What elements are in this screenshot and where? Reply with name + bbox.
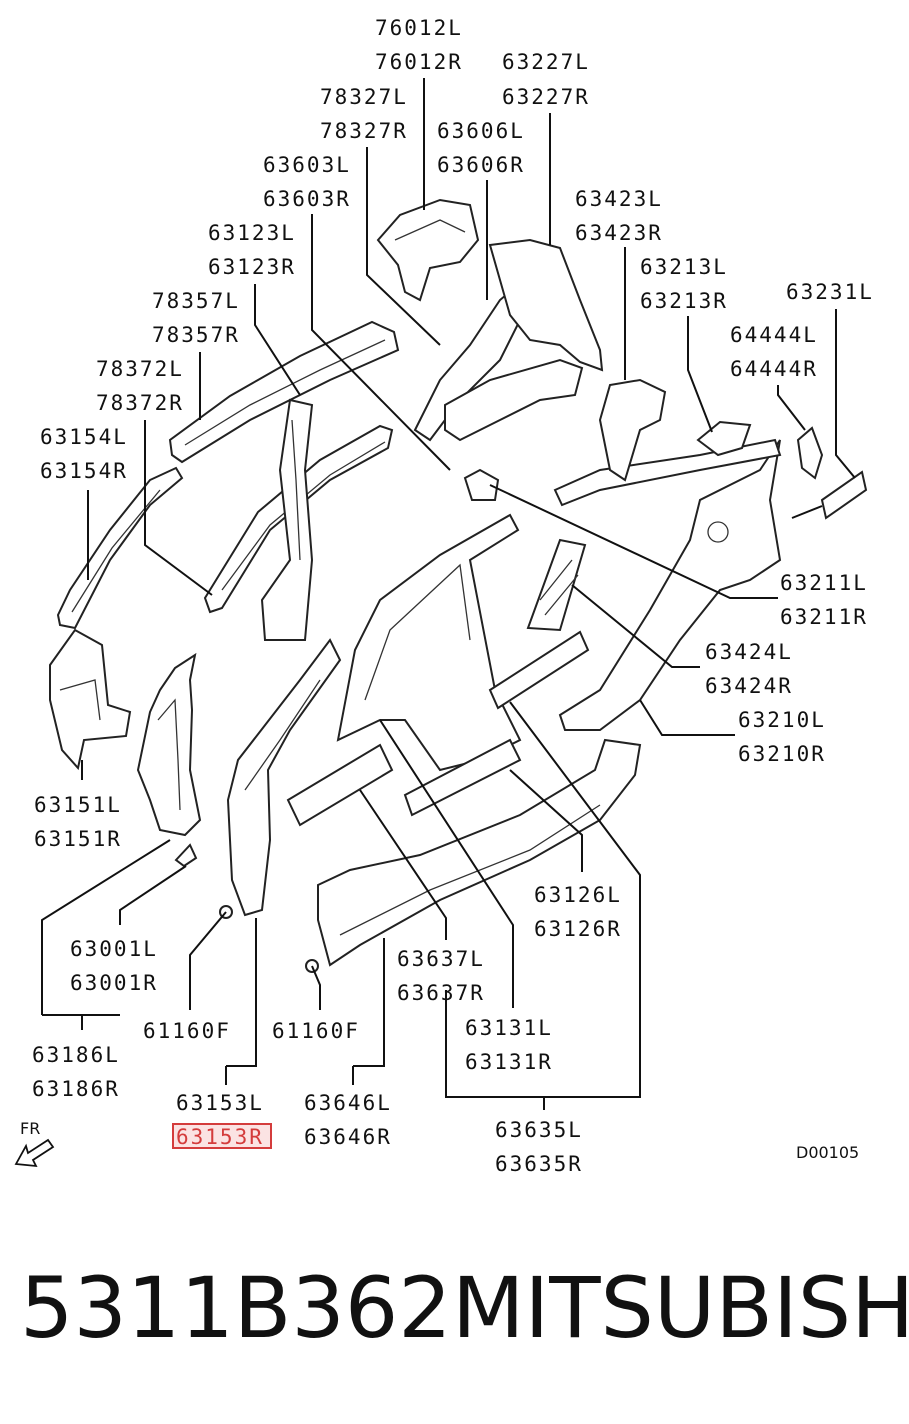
label-63123L: 63123L: [208, 221, 296, 245]
part-quarter-panel-upper: [553, 438, 782, 507]
label-63603L: 63603L: [263, 153, 351, 177]
label-63635R: 63635R: [495, 1152, 583, 1176]
label-63131L: 63131L: [465, 1016, 553, 1040]
part-center-inner: [286, 743, 394, 827]
part-upper-bracket: [376, 198, 480, 302]
label-64444L: 64444L: [730, 323, 818, 347]
part-bracket-64444: [796, 426, 824, 480]
part-rocker-inner: [403, 738, 522, 817]
fr-label: FR: [20, 1119, 40, 1138]
label-63646L: 63646L: [304, 1091, 392, 1115]
part-rear-bracket: [526, 538, 587, 632]
part-end-panel: [820, 470, 868, 520]
label-63637L: 63637L: [397, 947, 485, 971]
label-63151L: 63151L: [34, 793, 122, 817]
label-78357L: 78357L: [152, 289, 240, 313]
label-76012R: 76012R: [375, 50, 463, 74]
label-63603R: 63603R: [263, 187, 351, 211]
label-63126R: 63126R: [534, 917, 622, 941]
label-78357R: 78357R: [152, 323, 240, 347]
part-small-bracket: [463, 468, 500, 501]
label-63227R: 63227R: [502, 85, 590, 109]
label-63001L: 63001L: [70, 937, 158, 961]
label-61160F-right: 61160F: [272, 1019, 360, 1043]
diagram-code: D00105: [796, 1143, 859, 1162]
part-rear-pillar: [598, 378, 667, 482]
label-63635L: 63635L: [495, 1118, 583, 1142]
label-78327L: 78327L: [320, 85, 408, 109]
part-number: 5311B362: [20, 1259, 452, 1357]
label-63211R: 63211R: [780, 605, 868, 629]
fr-arrow-icon: [14, 1138, 55, 1168]
part-rear-inner-panel: [488, 238, 604, 372]
label-76012L: 76012L: [375, 16, 463, 40]
label-63637R: 63637R: [397, 981, 485, 1005]
front-direction-indicator: FR: [14, 1119, 55, 1168]
label-78372R: 78372R: [96, 391, 184, 415]
label-63153R: 63153R: [176, 1125, 264, 1149]
part-a-pillar-lower: [136, 652, 202, 837]
label-78372L: 78372L: [96, 357, 184, 381]
label-63424L: 63424L: [705, 640, 793, 664]
part-wheelhouse-inner: [444, 358, 584, 442]
part-bracket-63186: [174, 843, 198, 868]
label-63186L: 63186L: [32, 1043, 120, 1067]
label-63210L: 63210L: [738, 708, 826, 732]
label-63210R: 63210R: [738, 742, 826, 766]
label-63646R: 63646R: [304, 1125, 392, 1149]
label-63131R: 63131R: [465, 1050, 553, 1074]
label-63123R: 63123R: [208, 255, 296, 279]
label-63153L: 63153L: [176, 1091, 264, 1115]
label-63231L: 63231L: [786, 280, 874, 304]
label-63001R: 63001R: [70, 971, 158, 995]
label-78327R: 78327R: [320, 119, 408, 143]
part-labels: 76012L 76012R 63227L 63227R 78327L 78327…: [32, 16, 874, 1176]
label-63213L: 63213L: [640, 255, 728, 279]
part-side-outer: [336, 513, 522, 772]
part-front-pillar-upper: [56, 466, 184, 630]
part-quarter-panel: [558, 439, 782, 731]
part-upper-rail: [168, 320, 400, 464]
part-rocker-outer: [317, 738, 642, 967]
part-pillar-reinforcement: [260, 398, 314, 641]
label-63151R: 63151R: [34, 827, 122, 851]
part-sill-inner: [488, 630, 590, 710]
label-63606L: 63606L: [437, 119, 525, 143]
footer: 5311B362 MITSUBISHI: [0, 1262, 909, 1382]
part-roof-rail: [203, 424, 394, 614]
label-63154R: 63154R: [40, 459, 128, 483]
label-63424R: 63424R: [705, 674, 793, 698]
label-63227L: 63227L: [502, 50, 590, 74]
highlight-box: [172, 1123, 272, 1149]
label-63423L: 63423L: [575, 187, 663, 211]
part-front-inner: [49, 628, 132, 771]
label-63213R: 63213R: [640, 289, 728, 313]
part-front-pillar-outer: [226, 638, 342, 917]
label-63211L: 63211L: [780, 571, 868, 595]
label-63423R: 63423R: [575, 221, 663, 245]
parts-illustration: [49, 198, 868, 973]
brand-name: MITSUBISHI: [452, 1259, 909, 1357]
label-64444R: 64444R: [730, 357, 818, 381]
label-63154L: 63154L: [40, 425, 128, 449]
label-63186R: 63186R: [32, 1077, 120, 1101]
label-63606R: 63606R: [437, 153, 525, 177]
leader-lines: [41, 78, 856, 1110]
label-63126L: 63126L: [534, 883, 622, 907]
label-61160F-left: 61160F: [143, 1019, 231, 1043]
